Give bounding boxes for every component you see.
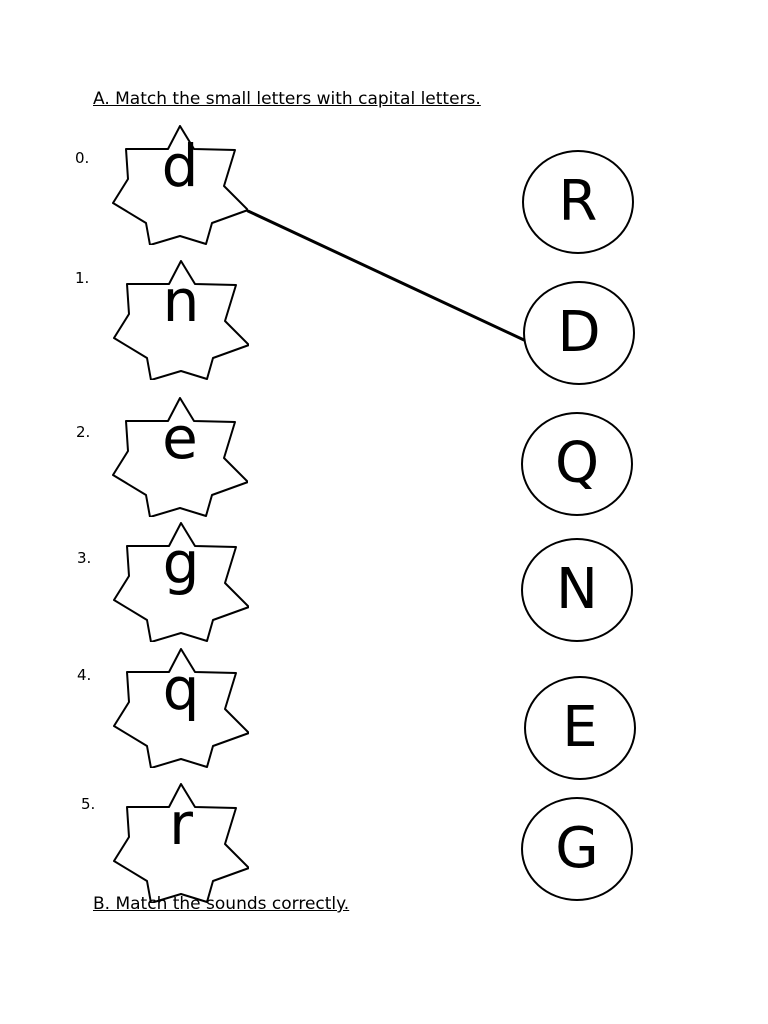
capital-circle-q: Q bbox=[521, 412, 633, 516]
item-number: 4. bbox=[77, 666, 92, 684]
star-icon bbox=[113, 260, 249, 380]
capital-letter: Q bbox=[554, 431, 600, 496]
capital-letter: N bbox=[556, 557, 598, 622]
star-shape-r: r bbox=[113, 783, 249, 903]
item-number: 0. bbox=[75, 149, 90, 167]
capital-circle-g: G bbox=[521, 797, 633, 901]
item-number: 3. bbox=[77, 549, 92, 567]
small-letter: r bbox=[169, 790, 193, 858]
star-shape-d: d bbox=[112, 125, 248, 245]
star-icon bbox=[112, 125, 248, 245]
section-a-title: A. Match the small letters with capital … bbox=[93, 89, 481, 109]
small-letter: e bbox=[162, 404, 198, 472]
capital-letter: D bbox=[557, 300, 601, 365]
item-number: 2. bbox=[76, 423, 91, 441]
small-letter: n bbox=[162, 267, 200, 335]
star-shape-n: n bbox=[113, 260, 249, 380]
star-shape-g: g bbox=[113, 522, 249, 642]
capital-circle-e: E bbox=[524, 676, 636, 780]
small-letter: q bbox=[162, 655, 200, 723]
star-icon bbox=[113, 783, 249, 903]
capital-circle-n: N bbox=[521, 538, 633, 642]
item-number: 5. bbox=[81, 795, 96, 813]
item-number: 1. bbox=[75, 269, 90, 287]
capital-letter: E bbox=[562, 695, 598, 760]
small-letter: g bbox=[162, 529, 200, 597]
capital-letter: G bbox=[555, 816, 599, 881]
star-shape-e: e bbox=[112, 397, 248, 517]
star-shape-q: q bbox=[113, 648, 249, 768]
capital-letter: R bbox=[558, 169, 598, 234]
star-icon bbox=[113, 648, 249, 768]
capital-circle-d: D bbox=[523, 281, 635, 385]
star-icon bbox=[112, 397, 248, 517]
star-icon bbox=[113, 522, 249, 642]
section-b-title: B. Match the sounds correctly. bbox=[93, 894, 350, 914]
capital-circle-r: R bbox=[522, 150, 634, 254]
small-letter: d bbox=[161, 132, 199, 200]
